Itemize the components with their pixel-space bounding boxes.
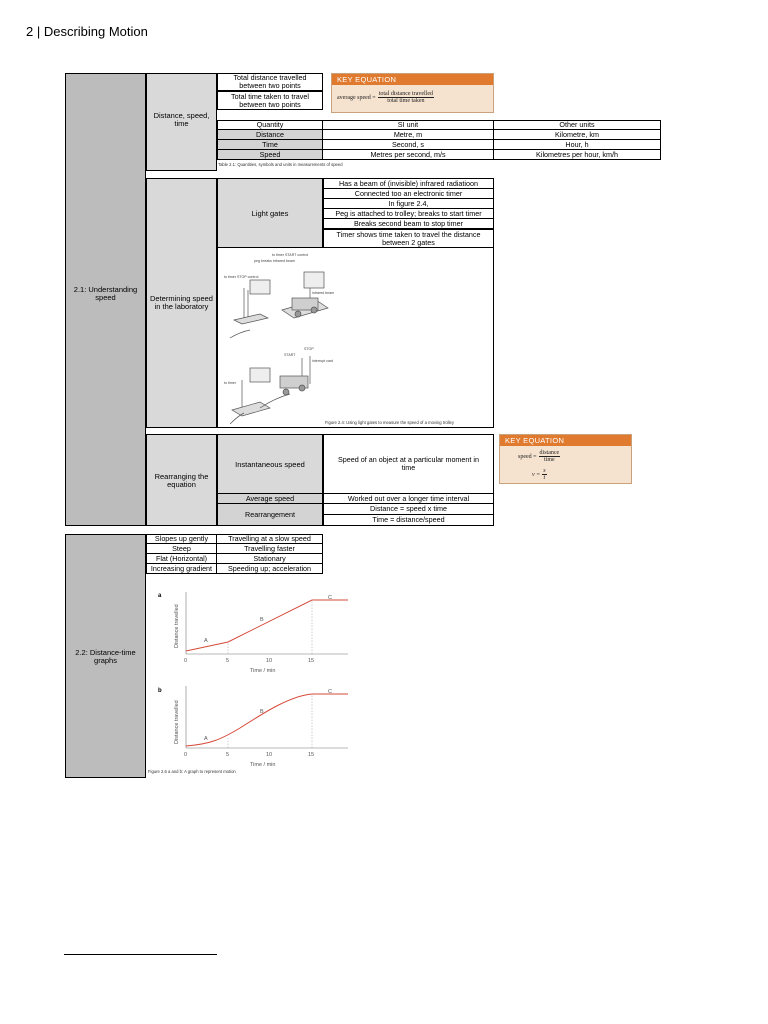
graph-a-point-a: A xyxy=(204,638,208,644)
sub-determining-speed-cell: Determining speed in the laboratory xyxy=(146,178,217,428)
key-equation-formula-1: average speed = total distance travelled… xyxy=(337,91,435,104)
key-eq-denominator-2: time xyxy=(544,457,555,463)
footnote-divider xyxy=(64,954,217,955)
graph-b-xlabel: Time / min xyxy=(250,762,275,768)
sub-determining-speed-title: Determining speed in the laboratory xyxy=(150,294,213,311)
light-gate-fact-6: Timer shows time taken to travel the dis… xyxy=(323,229,494,248)
graph-a-tick-5: 5 xyxy=(226,658,229,664)
def-total-time: Total time taken to travel between two p… xyxy=(217,91,323,110)
key-equation-box-1: KEY EQUATION average speed = total dista… xyxy=(331,73,494,113)
upper-gate-drawing xyxy=(229,271,329,339)
key-eq-fraction-2: distance time xyxy=(538,450,561,463)
sub-rearranging-cell: Rearranging the equation xyxy=(146,434,217,526)
fig-label-stop-control: to timer STOP control xyxy=(224,275,259,279)
key-equation-short-form: v = s t xyxy=(532,468,547,481)
units-row-speed-si: Metres per second, m/s xyxy=(322,149,494,160)
light-gates-cell: Light gates xyxy=(217,178,323,248)
fig-label-infrared-beam: infrared beam xyxy=(312,291,334,295)
graph-a-point-b: B xyxy=(260,617,264,623)
graph-a-tick-10: 10 xyxy=(266,658,272,664)
section-2-1-title: 2.1: Understanding speed xyxy=(73,285,138,302)
fig-label-interrupt-card: interrupt card xyxy=(312,359,333,363)
graph-a-letter: a xyxy=(158,593,162,599)
graph-a-point-c: C xyxy=(328,595,332,601)
fig-label-stop: STOP xyxy=(304,347,314,351)
sub-distance-speed-time-cell: Distance, speed, time xyxy=(146,73,217,171)
graph-b-tick-15: 15 xyxy=(308,752,314,758)
key-equation-header-2: KEY EQUATION xyxy=(500,435,631,446)
key-eq-numerator-1: total distance travelled xyxy=(377,91,435,98)
section-2-1-title-cell: 2.1: Understanding speed xyxy=(65,73,146,526)
dt-row-4-shape: Increasing gradient xyxy=(146,563,217,574)
distance-time-graph-a: a Distance travelled Time / min 0 5 10 1… xyxy=(158,592,348,674)
graph-b-curve xyxy=(185,693,348,747)
key-equation-header-1: KEY EQUATION xyxy=(332,74,493,85)
dt-row-4-meaning: Speeding up; acceleration xyxy=(216,563,323,574)
figure-2-4-caption: Figure 2.4: Using light gates to measure… xyxy=(325,420,454,425)
section-2-2-title-cell: 2.2: Distance-time graphs xyxy=(65,534,146,778)
graph-b-tick-5: 5 xyxy=(226,752,229,758)
graph-b-tick-0: 0 xyxy=(184,752,187,758)
figure-2-4-cell: to timer START control peg breaks infrar… xyxy=(217,247,494,428)
fig-label-peg: peg breaks infrared beam xyxy=(254,259,295,263)
key-eq-numerator-2: distance xyxy=(538,450,561,457)
key-eq-short-lhs: v = xyxy=(532,471,541,478)
graph-b-point-b: B xyxy=(260,709,264,715)
key-eq-denominator-1: total time taken xyxy=(387,98,425,104)
key-eq-short-numerator: s xyxy=(542,468,547,475)
graph-a-xlabel: Time / min xyxy=(250,668,275,674)
key-equation-formula-2: speed = distance time xyxy=(518,450,561,463)
key-eq-lhs-1: average speed = xyxy=(337,94,376,101)
sub-distance-speed-time-title: Distance, speed, time xyxy=(153,111,210,128)
instantaneous-speed-definition: Speed of an object at a particular momen… xyxy=(323,434,494,494)
key-eq-short-denominator: t xyxy=(543,475,546,481)
light-gate-fact-5: Breaks second beam to stop timer xyxy=(323,218,494,229)
light-gates-illustration: to timer START control peg breaks infrar… xyxy=(224,253,334,425)
def-total-distance: Total distance travelled between two poi… xyxy=(217,73,323,91)
graph-a-ylabel: Distance travelled xyxy=(174,604,180,648)
graph-b-tick-10: 10 xyxy=(266,752,272,758)
fig-label-start-control: to timer START control xyxy=(272,253,308,257)
instantaneous-speed-label: Instantaneous speed xyxy=(235,460,305,469)
rearrangement-time: Time = distance/speed xyxy=(323,514,494,526)
distance-time-graph-b: b Distance travelled Time / min 0 5 10 1… xyxy=(158,686,348,768)
figure-2-6-caption: Figure 2.6 a and b: A graph to represent… xyxy=(148,769,236,774)
graph-a-curve xyxy=(185,599,348,652)
section-2-2-title: 2.2: Distance-time graphs xyxy=(75,648,136,665)
graph-a-tick-15: 15 xyxy=(308,658,314,664)
fig-label-start: START xyxy=(284,353,296,357)
graph-b-point-a: A xyxy=(204,736,208,742)
key-equation-box-2: KEY EQUATION speed = distance time v = s… xyxy=(499,434,632,484)
graph-b-point-c: C xyxy=(328,689,332,695)
graph-a-tick-0: 0 xyxy=(184,658,187,664)
graph-b-letter: b xyxy=(158,688,162,694)
page-heading: 2 | Describing Motion xyxy=(26,24,148,39)
fig-label-to-timer: to timer xyxy=(224,381,237,385)
key-eq-short-fraction: s t xyxy=(542,468,547,481)
units-row-speed-other: Kilometres per hour, km/h xyxy=(493,149,661,160)
lower-gate-drawing xyxy=(229,356,311,425)
light-gates-label: Light gates xyxy=(251,209,289,218)
sub-rearranging-title: Rearranging the equation xyxy=(154,472,209,489)
rearrangement-label: Rearrangement xyxy=(217,503,323,526)
key-eq-fraction-1: total distance travelled total time take… xyxy=(377,91,435,104)
graph-b-ylabel: Distance travelled xyxy=(174,700,180,744)
units-row-speed-quantity: Speed xyxy=(217,149,323,160)
key-eq-lhs-2: speed = xyxy=(518,453,537,460)
table-2-1-caption: Table 2.1: Quantities, symbols and units… xyxy=(218,162,343,167)
instantaneous-speed-cell: Instantaneous speed xyxy=(217,434,323,494)
